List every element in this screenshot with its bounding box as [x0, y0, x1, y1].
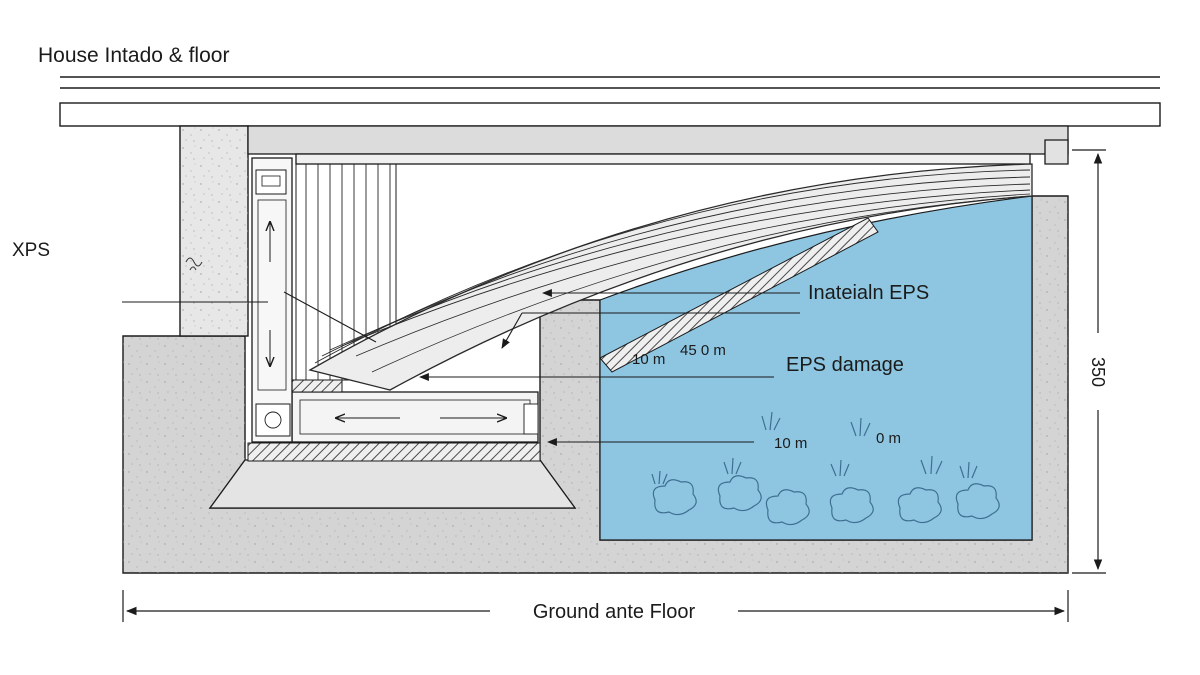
dimension-label-d: 0 m: [876, 430, 901, 447]
bottom-dimension: [122, 590, 1069, 622]
floor-slab: [59, 76, 1161, 127]
diagram-title: House Intado & floor: [38, 44, 229, 67]
header-beam: [247, 125, 1069, 165]
base-hatch-layer: [247, 442, 541, 462]
small-hatch-block: [291, 379, 343, 393]
height-dimension: [1072, 149, 1106, 574]
xps-label: XPS: [12, 240, 50, 261]
ground-floor-label: Ground ante Floor: [533, 601, 696, 623]
bottom-fixture: [255, 403, 291, 437]
damage-label: EPS damage: [786, 354, 904, 376]
flow-arrows: [270, 222, 506, 418]
leader-lines: [122, 289, 800, 446]
doodle-mark: [185, 257, 203, 271]
curved-eps-layers: [308, 163, 1033, 391]
ground-texture: [123, 196, 1068, 573]
lower-duct: [291, 391, 539, 443]
dimension-label-c: 10 m: [774, 435, 807, 452]
dimension-label-a: 10 m: [632, 351, 665, 368]
top-fixture: [255, 169, 287, 195]
dimension-label-b: 45 0 m: [680, 342, 726, 359]
hatched-strip: [599, 217, 879, 373]
water-vegetation: [651, 411, 1000, 526]
insulation-label: Inateialn EPS: [808, 282, 929, 304]
trench-bevel: [208, 459, 577, 509]
height-label: 350: [1088, 357, 1108, 387]
vertical-stud: [251, 157, 293, 443]
